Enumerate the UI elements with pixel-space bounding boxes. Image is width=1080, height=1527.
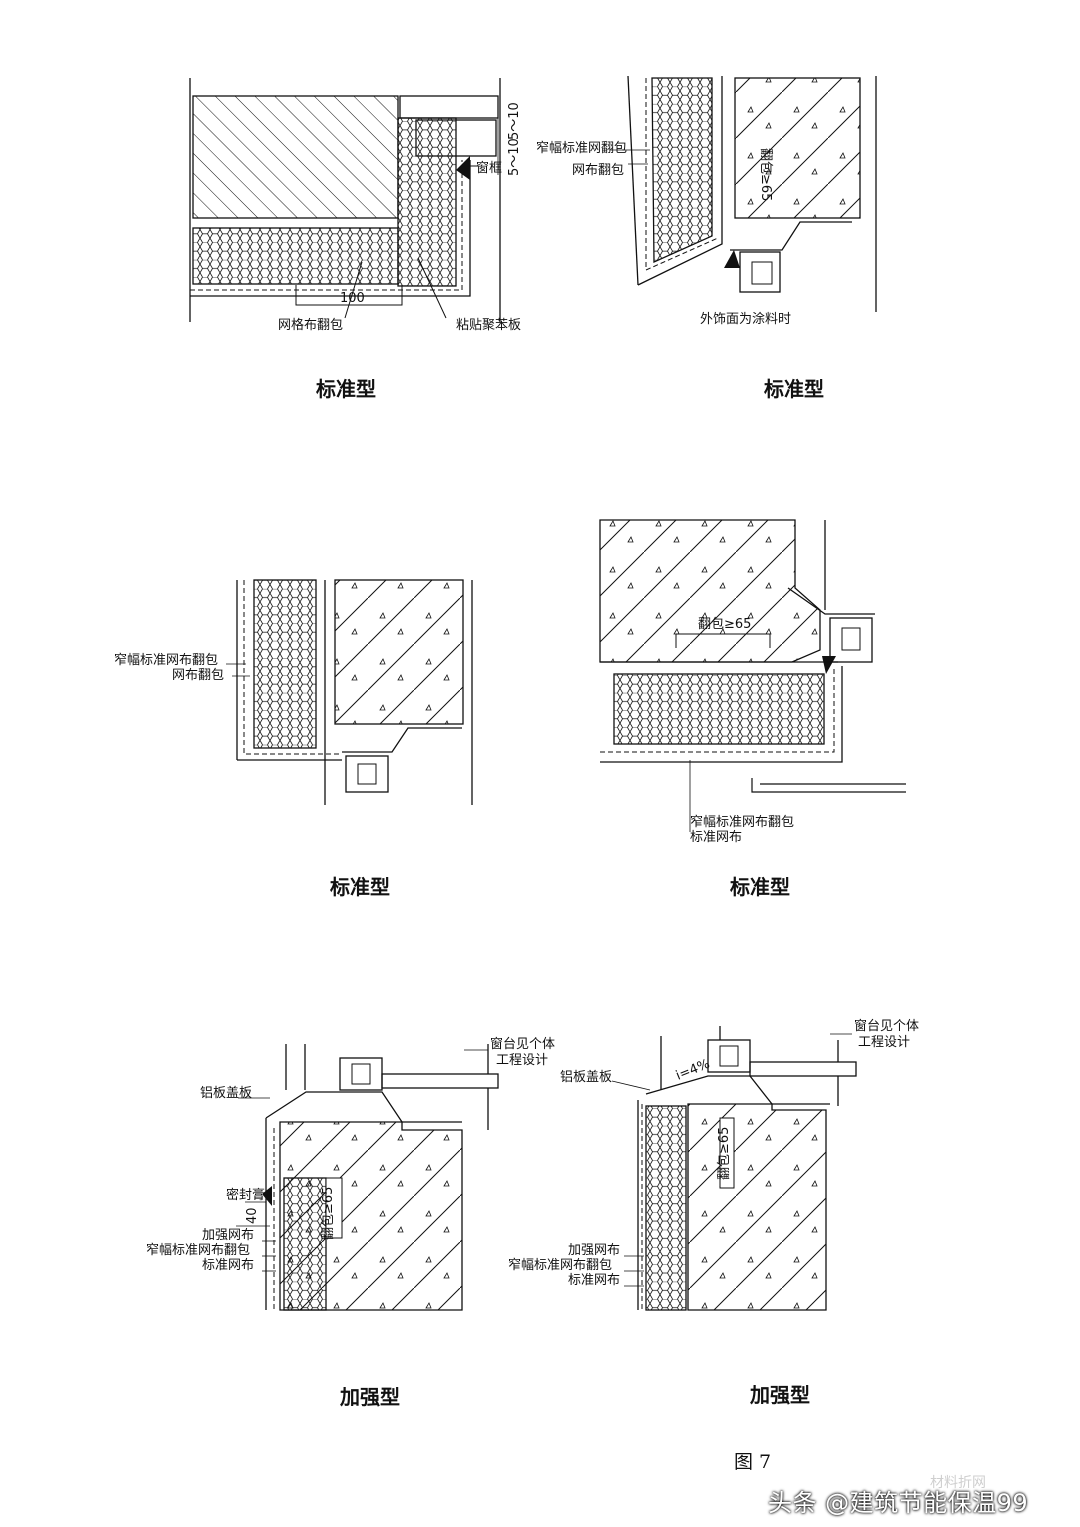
p4-label-narrow-mesh: 窄幅标准网布翻包 <box>690 814 794 830</box>
p5-label-reinforced-mesh: 加强网布 <box>202 1228 254 1243</box>
panel-1-window-head-detail: 窗框 网格布翻包 粘贴聚苯板 5～10 5～10 100 标准型 <box>189 78 522 401</box>
panel-4-head-detail: 翻包≥65 窄幅标准网布翻包 标准网布 标准型 <box>599 519 906 899</box>
p6-label-wrap-65: 翻包≥65 <box>717 1127 732 1180</box>
p2-label-narrow-mesh: 窄幅标准网翻包 <box>536 140 627 156</box>
p3-label-narrow-mesh: 窄幅标准网布翻包 <box>114 652 218 668</box>
p2-label-wrap-65: 翻包≥65 <box>758 148 773 201</box>
p6-caption: 加强型 <box>749 1383 810 1407</box>
p2-caption: 标准型 <box>764 377 824 401</box>
watermark-faded: 材料折网 <box>930 1475 986 1491</box>
p1-label-window-frame: 窗框 <box>476 160 502 176</box>
p3-caption: 标准型 <box>330 875 390 899</box>
panel-5-sill-reinforced-a: 窗台见个体 工程设计 铝板盖板 密封膏 40 翻包≥65 加强网布 窄幅标准网布… <box>146 1036 555 1409</box>
p6-label-alu-cover: 铝板盖板 <box>560 1070 612 1085</box>
p6-label-project-design: 工程设计 <box>858 1035 910 1050</box>
p1-label-mesh-wrap: 网格布翻包 <box>278 317 343 333</box>
p1-dim-b: 5～10 <box>507 138 522 176</box>
p6-label-standard-mesh: 标准网布 <box>568 1273 620 1288</box>
p1-label-eps-board: 粘贴聚苯板 <box>456 318 521 333</box>
p5-label-narrow-mesh: 窄幅标准网布翻包 <box>146 1242 250 1258</box>
p6-label-sill-design: 窗台见个体 <box>854 1018 919 1034</box>
p6-label-slope: i=4% <box>674 1057 712 1084</box>
p5-dim-40: 40 <box>245 1207 260 1224</box>
p4-caption: 标准型 <box>730 875 790 899</box>
figure-label: 图 7 <box>734 1451 771 1473</box>
panel-3-jamb-detail: 窄幅标准网布翻包 网布翻包 标准型 <box>114 579 473 899</box>
p1-dim-a: 5～10 <box>507 102 522 140</box>
p5-label-sill-design: 窗台见个体 <box>490 1036 555 1052</box>
p5-label-alu-cover: 铝板盖板 <box>200 1086 252 1101</box>
p6-label-reinforced-mesh: 加强网布 <box>568 1243 620 1258</box>
p4-label-standard-mesh: 标准网布 <box>690 830 742 845</box>
p1-caption: 标准型 <box>316 377 376 401</box>
panel-2-window-jamb-detail: 窄幅标准网翻包 网布翻包 翻包≥65 外饰面为涂料时 标准型 <box>536 75 877 401</box>
p1-dim-100: 100 <box>340 291 365 306</box>
p3-label-mesh-wrap: 网布翻包 <box>172 668 224 683</box>
p2-label-mesh-wrap: 网布翻包 <box>572 163 624 178</box>
panel-6-sill-reinforced-b: 窗台见个体 工程设计 铝板盖板 i=4% 翻包≥65 加强网布 窄幅标准网布翻包… <box>508 1018 919 1407</box>
p2-label-paint-finish: 外饰面为涂料时 <box>700 311 791 327</box>
p5-label-standard-mesh: 标准网布 <box>202 1258 254 1273</box>
p5-label-sealant: 密封膏 <box>226 1187 265 1203</box>
p5-label-wrap-65: 翻包≥65 <box>321 1187 336 1240</box>
p6-label-narrow-mesh: 窄幅标准网布翻包 <box>508 1257 612 1273</box>
watermark: 头条 @建筑节能保温99 <box>768 1489 1029 1517</box>
p4-label-wrap-65: 翻包≥65 <box>698 617 751 632</box>
p5-label-project-design: 工程设计 <box>496 1053 548 1068</box>
p5-caption: 加强型 <box>339 1385 400 1409</box>
